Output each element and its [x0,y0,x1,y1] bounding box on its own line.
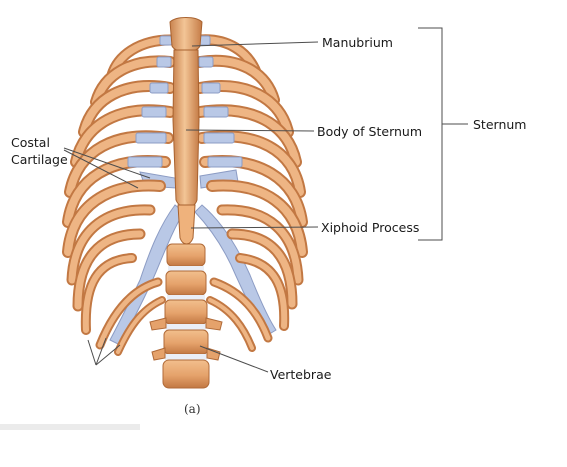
panel-label: (a) [184,402,201,416]
sternum-bracket [418,27,443,241]
leader-xiphoid [190,226,319,229]
label-manubrium: Manubrium [322,35,393,50]
leader-lines [63,27,468,373]
label-xiphoid-process: Xiphoid Process [321,220,420,235]
leader-manubrium [191,41,319,47]
rib-cartilage-joints [127,35,243,168]
vertebra-4 [163,329,209,355]
scan-artifact [0,424,140,430]
leader-costal-2 [63,149,139,189]
leader-vertebrae [199,345,269,373]
transverse-process-right [205,317,223,331]
disc-4 [165,354,207,360]
vertebral-column [149,243,223,389]
transverse-process-left [149,317,167,331]
vertebra-3 [164,299,208,325]
label-body-of-sternum: Body of Sternum [317,124,423,139]
disc-3 [166,324,206,330]
disc-1 [168,266,204,271]
manubrium-shape [169,17,203,53]
vertebra-2 [165,270,207,296]
vertebra-1 [166,243,206,267]
label-sternum: Sternum [473,117,527,132]
sternum-bone [169,17,203,245]
label-costal-line2: Cartilage [11,152,68,167]
leader-floating-1 [95,337,107,366]
leader-costal-1 [63,147,151,179]
sternum-body-shape [172,49,200,208]
disc-2 [167,295,205,300]
xiphoid-shape [177,204,196,245]
leader-body [185,129,315,132]
label-costal-line1: Costal [11,135,50,150]
label-costal-cartilage: Costal Cartilage [11,134,68,168]
leader-floating-3 [87,339,97,366]
vertebra-5 [162,359,210,389]
leader-floating-2 [95,344,121,366]
label-vertebrae: Vertebrae [270,367,332,382]
